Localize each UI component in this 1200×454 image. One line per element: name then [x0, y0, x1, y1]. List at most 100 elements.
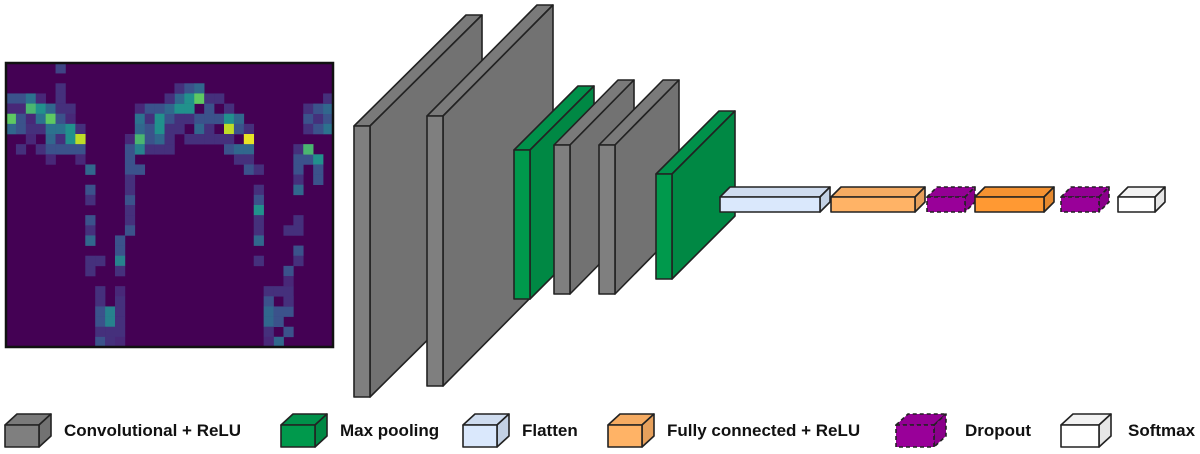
- heatmap-cell: [95, 316, 106, 328]
- heatmap-cell: [224, 144, 235, 155]
- legend-item-max-pooling: Max pooling: [278, 408, 439, 454]
- heatmap-cell: [65, 103, 76, 115]
- heatmap-cell: [95, 336, 106, 348]
- heatmap-cell: [313, 174, 324, 186]
- heatmap-cell: [263, 296, 274, 307]
- heatmap-cell: [293, 154, 304, 165]
- legend-label: Fully connected + ReLU: [667, 421, 861, 440]
- heatmap-cell: [95, 286, 106, 297]
- heatmap-cell: [283, 326, 294, 338]
- heatmap-cell: [253, 194, 264, 206]
- heatmap-cell: [95, 326, 106, 338]
- heatmap-cell: [124, 144, 136, 155]
- heatmap-cell: [154, 103, 165, 115]
- heatmap-cell: [105, 306, 116, 317]
- block-front-face: [462, 424, 498, 448]
- fc-block-icon: [607, 413, 655, 448]
- layer-dropout-10: [1060, 186, 1110, 213]
- heatmap-cell: [15, 144, 27, 155]
- legend-label: Flatten: [522, 421, 578, 440]
- heatmap-cell: [55, 123, 66, 135]
- heatmap-cell: [6, 123, 17, 135]
- heatmap-cell: [313, 113, 324, 125]
- heatmap-cell: [204, 93, 215, 104]
- heatmap-cell: [65, 123, 76, 135]
- heatmap-cell: [313, 154, 324, 165]
- layer-fc-7: [830, 186, 926, 213]
- block-top-face: [719, 186, 831, 198]
- legend-item-softmax: Softmax: [1058, 408, 1195, 454]
- layer-softmax-11: [1117, 186, 1166, 213]
- heatmap-cell: [115, 286, 126, 297]
- heatmap-cell: [75, 154, 86, 165]
- heatmap-cell: [124, 184, 136, 196]
- heatmap-cell: [45, 103, 56, 115]
- heatmap-cell: [124, 134, 136, 145]
- heatmap-cell: [55, 63, 66, 74]
- heatmap-cell: [85, 265, 96, 277]
- heatmap-cell: [45, 144, 56, 155]
- heatmap-cell: [25, 123, 37, 135]
- dropout-block-icon: [895, 413, 947, 448]
- heatmap-cell: [55, 144, 66, 155]
- heatmap-cell: [25, 134, 37, 145]
- heatmap-cell: [303, 113, 314, 125]
- heatmap-cell: [55, 113, 66, 125]
- heatmap-cell: [164, 113, 175, 125]
- legend-swatch-block: [895, 413, 947, 448]
- legend-swatch-block: [1060, 413, 1112, 448]
- heatmap-cell: [233, 144, 245, 155]
- heatmap-cell: [293, 225, 304, 236]
- heatmap-cell: [45, 154, 56, 165]
- heatmap-cell: [105, 336, 116, 348]
- heatmap-cell: [283, 286, 294, 297]
- legend-swatch-block: [4, 413, 52, 448]
- heatmap-cell: [194, 113, 205, 125]
- heatmap-cell: [224, 134, 235, 145]
- heatmap-cell: [164, 93, 175, 104]
- heatmap-cell: [144, 113, 155, 125]
- heatmap-cell: [303, 123, 314, 135]
- heatmap-cell: [214, 113, 225, 125]
- heatmap-cell: [85, 255, 96, 267]
- heatmap-cell: [293, 184, 304, 196]
- heatmap-cell: [85, 215, 96, 226]
- heatmap-cell: [85, 225, 96, 236]
- block-front-face: [655, 173, 673, 280]
- heatmap-cell: [35, 93, 46, 104]
- heatmap-border: [4, 61, 335, 349]
- heatmap-cell: [115, 245, 126, 257]
- block-front-face: [513, 149, 531, 300]
- heatmap-cell: [164, 103, 175, 115]
- heatmap-cell: [55, 93, 66, 104]
- heatmap-cell: [194, 123, 205, 135]
- heatmap-cell: [253, 215, 264, 226]
- heatmap-cell: [194, 93, 205, 104]
- heatmap-cell: [85, 235, 96, 246]
- heatmap-cell: [303, 154, 314, 165]
- heatmap-cell: [233, 113, 245, 125]
- heatmap-cell: [263, 306, 274, 317]
- layer-flatten-6: [719, 186, 831, 213]
- heatmap-cell: [243, 144, 255, 155]
- heatmap-cell: [263, 336, 274, 348]
- heatmap-cell: [293, 174, 304, 186]
- legend-item-fully-connected: Fully connected + ReLU: [605, 408, 860, 454]
- block-front-face: [830, 196, 916, 213]
- heatmap-cell: [6, 113, 17, 125]
- heatmap-cell: [204, 113, 215, 125]
- heatmap-cell: [224, 123, 235, 135]
- heatmap-cell: [214, 93, 225, 104]
- heatmap-cell: [15, 93, 27, 104]
- heatmap-cell: [6, 93, 17, 104]
- block-front-face: [974, 196, 1045, 213]
- block-front-face: [719, 196, 821, 213]
- heatmap-cell: [204, 103, 215, 115]
- heatmap-cell: [85, 194, 96, 206]
- block-front-face: [4, 424, 40, 448]
- heatmap-cell: [25, 113, 37, 125]
- heatmap-cell: [243, 154, 255, 165]
- heatmap-cell: [243, 123, 255, 135]
- heatmap-cell: [25, 93, 37, 104]
- block-front-face: [1060, 196, 1100, 213]
